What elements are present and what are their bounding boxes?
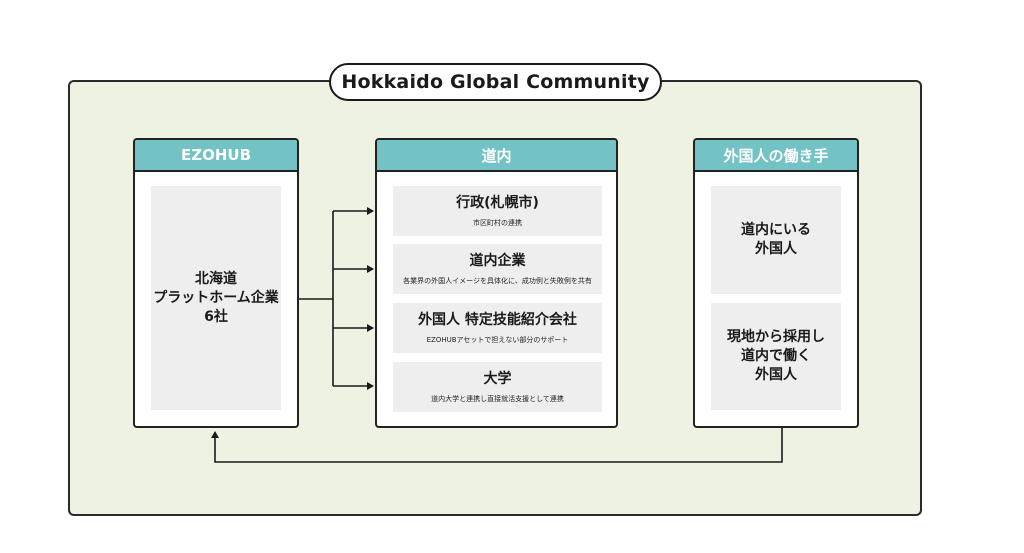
center-item-title: 道内企業 [469,253,526,269]
center-item-subtitle: EZOHUBアセットで担えない部分のサポート [426,336,569,344]
center-item-companies: 道内企業 各業界の外国人イメージを具体化に、成功例と失敗例を共有 [393,244,602,294]
ezohub-panel-text: 北海道 プラットホーム企業 6社 [153,270,279,325]
ezohub-column: EZOHUB 北海道 プラットホーム企業 6社 [133,138,299,428]
center-item-university: 大学 道内大学と連携し直接就活支援として連携 [393,362,602,412]
hokkaido-column: 道内 行政(札幌市) 市区町村の連携 道内企業 各業界の外国人イメージを具体化に… [375,138,618,428]
foreign-workers-panel-local: 道内にいる 外国人 [711,186,841,294]
center-item-title: 外国人 特定技能紹介会社 [418,312,577,328]
center-item-title: 行政(札幌市) [456,195,539,211]
center-item-subtitle: 道内大学と連携し直接就活支援として連携 [431,395,564,403]
foreign-workers-header: 外国人の働き手 [695,140,857,172]
center-item-agencies: 外国人 特定技能紹介会社 EZOHUBアセットで担えない部分のサポート [393,303,602,353]
center-item-subtitle: 各業界の外国人イメージを具体化に、成功例と失敗例を共有 [403,277,592,285]
center-item-government: 行政(札幌市) 市区町村の連携 [393,186,602,236]
foreign-workers-panel-text: 現地から採用し 道内で働く 外国人 [727,329,825,383]
center-item-subtitle: 市区町村の連携 [473,219,522,227]
foreign-workers-column: 外国人の働き手 道内にいる 外国人 現地から採用し 道内で働く 外国人 [693,138,859,428]
foreign-workers-panel-text: 道内にいる 外国人 [741,222,811,257]
ezohub-header: EZOHUB [135,140,297,172]
diagram-title: Hokkaido Global Community [329,63,662,101]
center-item-title: 大学 [483,371,512,387]
foreign-workers-panel-overseas: 現地から採用し 道内で働く 外国人 [711,303,841,410]
ezohub-panel: 北海道 プラットホーム企業 6社 [151,186,281,410]
hokkaido-header: 道内 [377,140,616,172]
